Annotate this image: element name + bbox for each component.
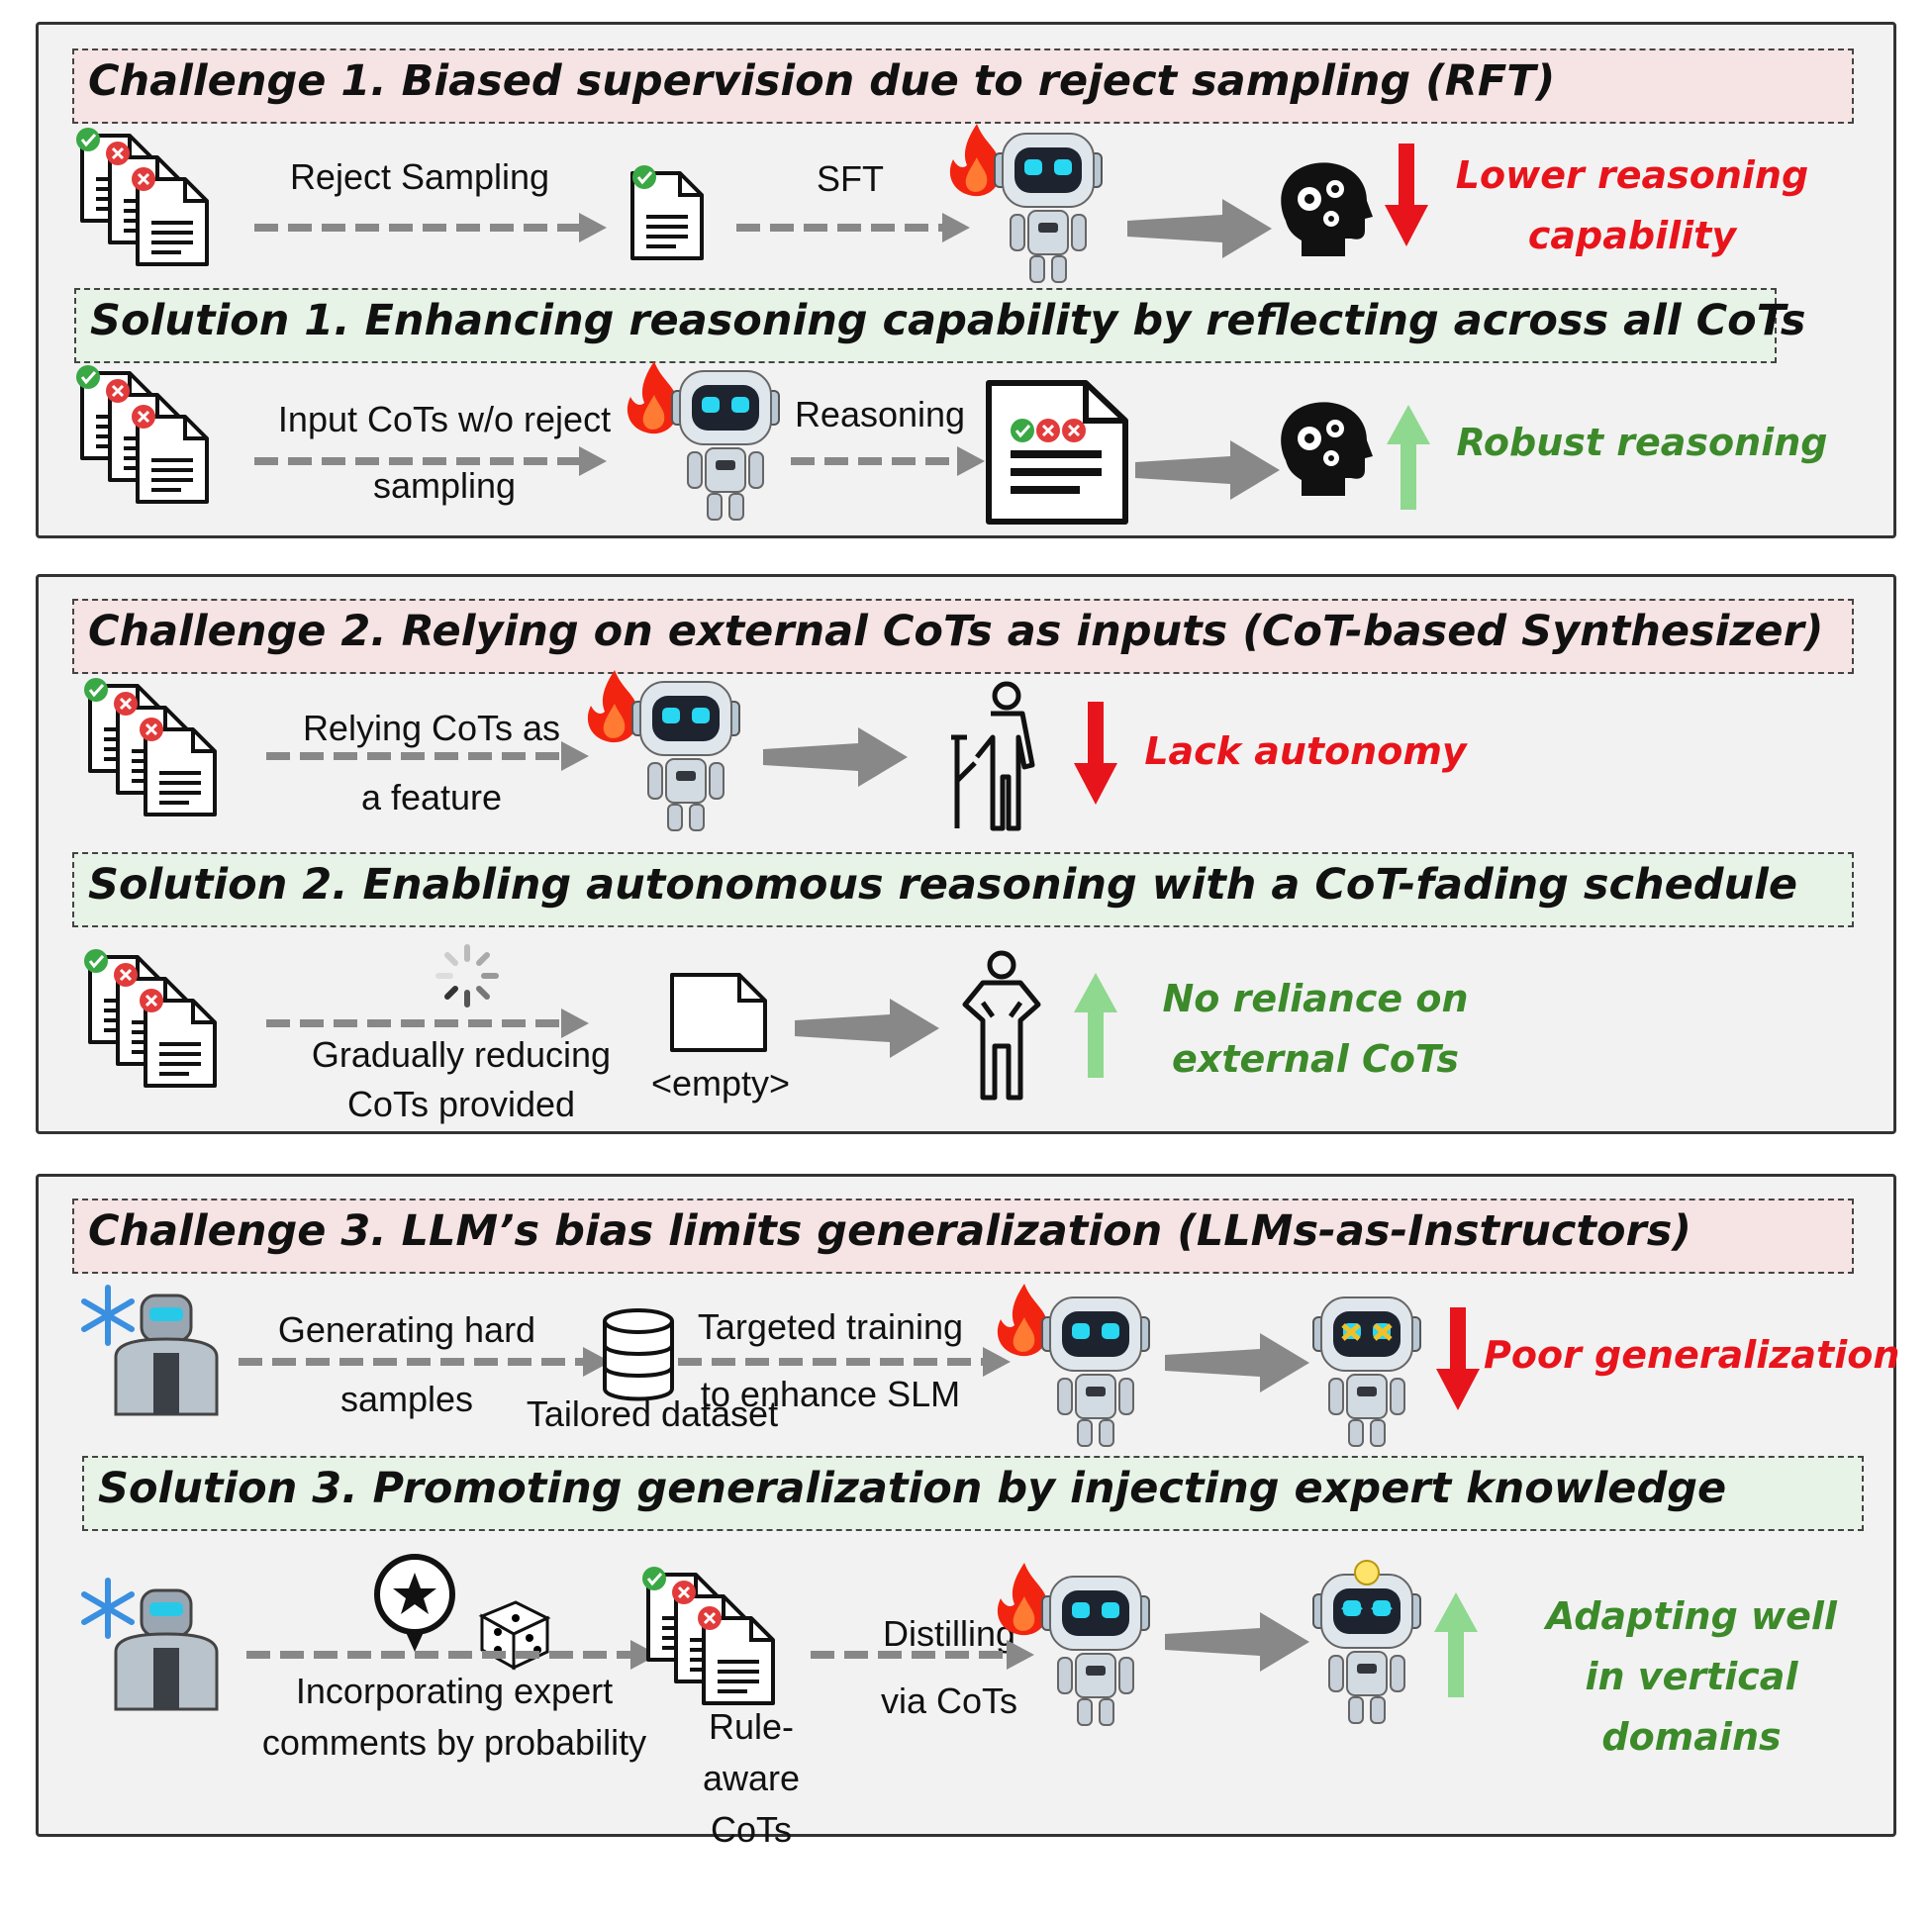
- loading-spinner-icon: [435, 944, 499, 1008]
- solution-3-title: Solution 3. Promoting generalization by …: [82, 1456, 1864, 1531]
- document-icon: [986, 380, 1128, 525]
- dashed-arrow: [811, 1640, 1034, 1670]
- down-arrow-icon: [1436, 1307, 1480, 1410]
- rule-aware-cots-label: Rule-aware CoTs: [702, 1706, 801, 1851]
- down-arrow-icon: [1074, 702, 1117, 805]
- document-icon: [670, 973, 767, 1052]
- solid-arrow: [795, 999, 939, 1058]
- poor-generalization-outcome: Poor generalization: [1484, 1333, 1900, 1377]
- challenge-3-title: Challenge 3. LLM’s bias limits generaliz…: [72, 1199, 1854, 1274]
- brain-gears-icon: [1281, 162, 1373, 256]
- dashed-arrow: [246, 1640, 658, 1670]
- document-stack-icon: [90, 957, 219, 1096]
- solution-2-title: Solution 2. Enabling autonomous reasonin…: [72, 852, 1854, 927]
- adapting-well-outcome: Adapting well in vertical domains: [1546, 1594, 1837, 1759]
- dashed-arrow: [678, 1347, 1011, 1377]
- down-arrow-icon: [1385, 144, 1428, 246]
- snowflake-icon: [81, 1285, 135, 1346]
- dashed-arrow: [266, 1008, 589, 1038]
- snowflake-icon: [81, 1578, 135, 1639]
- dashed-arrow: [736, 213, 970, 242]
- relying-cots-label: Relying CoTs as a feature: [302, 708, 561, 818]
- dizzy-robot-icon: [1312, 1296, 1421, 1447]
- solid-arrow: [763, 727, 908, 787]
- dashed-arrow: [266, 741, 589, 771]
- document-stack-icon: [648, 1575, 777, 1713]
- challenge-2-title: Challenge 2. Relying on external CoTs as…: [72, 599, 1854, 674]
- reasoning-label: Reasoning: [794, 394, 966, 434]
- confident-person-icon: [962, 950, 1041, 1101]
- dashed-arrow: [254, 213, 607, 242]
- targeted-training-label: Targeted training to enhance SLM: [697, 1306, 964, 1415]
- crutch-person-icon: [951, 681, 1035, 831]
- dashed-arrow: [254, 446, 607, 476]
- robot-icon: [631, 681, 740, 831]
- panel-2: Challenge 2. Relying on external CoTs as…: [36, 574, 1896, 1134]
- up-arrow-icon: [1074, 973, 1117, 1078]
- brain-gears-icon: [1281, 402, 1373, 496]
- tailored-dataset-label: Tailored dataset: [526, 1393, 779, 1434]
- distilling-label: Distilling via CoTs: [880, 1613, 1018, 1722]
- dashed-arrow: [791, 446, 985, 476]
- up-arrow-icon: [1434, 1592, 1478, 1697]
- document-icon: [630, 163, 704, 260]
- incorporating-expert-label: Incorporating expert comments by probabi…: [261, 1671, 647, 1764]
- robust-reasoning-outcome: Robust reasoning: [1456, 421, 1828, 464]
- document-stack-icon: [82, 373, 211, 512]
- humanoid-robot-icon: [114, 1588, 219, 1711]
- gradually-reducing-label: Gradually reducing CoTs provided: [311, 1034, 612, 1125]
- dashed-arrow: [239, 1347, 611, 1377]
- input-cots-label: Input CoTs w/o reject sampling: [277, 399, 612, 506]
- challenge-1-title: Challenge 1. Biased supervision due to r…: [72, 48, 1854, 124]
- up-arrow-icon: [1387, 405, 1430, 510]
- solid-arrow: [1165, 1612, 1309, 1672]
- solution-1-title: Solution 1. Enhancing reasoning capabili…: [74, 288, 1806, 363]
- document-stack-icon: [82, 136, 211, 274]
- star-speech-bubble-icon: [374, 1554, 455, 1652]
- lower-reasoning-outcome: Lower reasoning capability: [1455, 153, 1809, 257]
- robot-icon: [1041, 1576, 1150, 1726]
- solid-arrow: [1135, 440, 1280, 500]
- robot-icon: [671, 370, 780, 521]
- solid-arrow: [1127, 199, 1272, 258]
- reject-sampling-label: Reject Sampling: [289, 156, 550, 197]
- lack-autonomy-outcome: Lack autonomy: [1144, 729, 1467, 773]
- no-reliance-outcome: No reliance on external CoTs: [1162, 977, 1469, 1081]
- sft-label: SFT: [817, 158, 884, 199]
- robot-icon: [994, 133, 1103, 283]
- robot-icon: [1041, 1296, 1150, 1447]
- solid-arrow: [1165, 1333, 1309, 1392]
- lightbulb-robot-icon: [1312, 1560, 1421, 1724]
- document-stack-icon: [90, 686, 219, 824]
- empty-label: <empty>: [650, 1063, 791, 1104]
- database-icon: [603, 1308, 674, 1401]
- generating-hard-samples-label: Generating hard samples: [277, 1309, 536, 1420]
- panel-3: Challenge 3. LLM’s bias limits generaliz…: [36, 1174, 1900, 1850]
- panel-1: Challenge 1. Biased supervision due to r…: [36, 22, 1896, 538]
- humanoid-robot-icon: [114, 1294, 219, 1416]
